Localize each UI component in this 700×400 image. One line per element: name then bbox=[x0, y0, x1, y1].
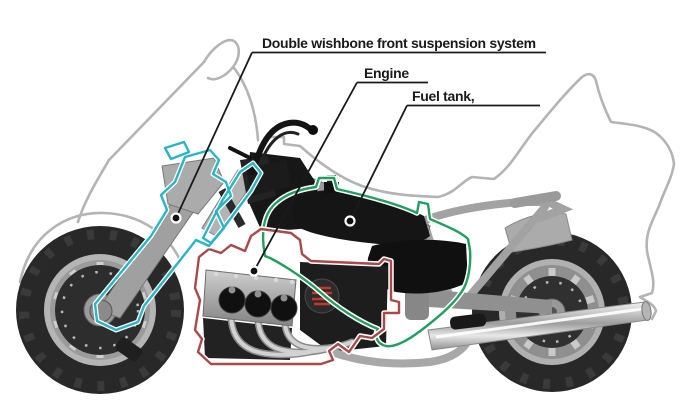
cover-bolts bbox=[213, 271, 295, 285]
bar-end bbox=[308, 125, 318, 135]
label-engine: Engine bbox=[364, 65, 409, 81]
brake-lever bbox=[228, 146, 252, 160]
cable bbox=[260, 131, 300, 162]
front-brake-caliper bbox=[115, 337, 143, 362]
dot-front-suspension bbox=[170, 212, 182, 224]
filler-cap bbox=[324, 182, 339, 193]
fuel-tank-upper bbox=[291, 190, 430, 245]
leader-fuel-tank bbox=[349, 105, 408, 222]
dot-fuel-tank bbox=[344, 215, 356, 227]
leader-front-suspension bbox=[175, 52, 253, 219]
muffler-tip bbox=[641, 301, 652, 321]
muffler-clamp bbox=[449, 313, 487, 330]
exhaust-muffler bbox=[328, 301, 652, 368]
crankcase bbox=[203, 318, 292, 360]
rear-fender-panel bbox=[504, 212, 573, 253]
leader-engine bbox=[253, 82, 358, 272]
callout-dots bbox=[170, 212, 356, 277]
dot-engine bbox=[248, 265, 260, 277]
label-fuel-tank: Fuel tank, bbox=[412, 88, 475, 104]
ghost-body-outline bbox=[18, 38, 676, 321]
engine-outline bbox=[193, 227, 401, 366]
body-seat-tail-outline bbox=[270, 72, 676, 321]
fairing-side-outline bbox=[232, 66, 260, 142]
label-front-suspension: Double wishbone front suspension system bbox=[262, 35, 536, 51]
seat-bracket bbox=[510, 191, 561, 208]
front-disc-holes bbox=[60, 270, 140, 350]
engine-parts bbox=[202, 262, 388, 360]
collector-pipe bbox=[328, 340, 470, 368]
front-tire-tread bbox=[19, 229, 181, 391]
ignition-coils bbox=[218, 286, 298, 322]
callout-lines bbox=[175, 51, 546, 272]
muffler-highlight bbox=[435, 307, 643, 339]
windshield-outline bbox=[107, 38, 241, 162]
fuel-tank-outline bbox=[262, 176, 472, 348]
suspension-outline bbox=[93, 140, 263, 332]
